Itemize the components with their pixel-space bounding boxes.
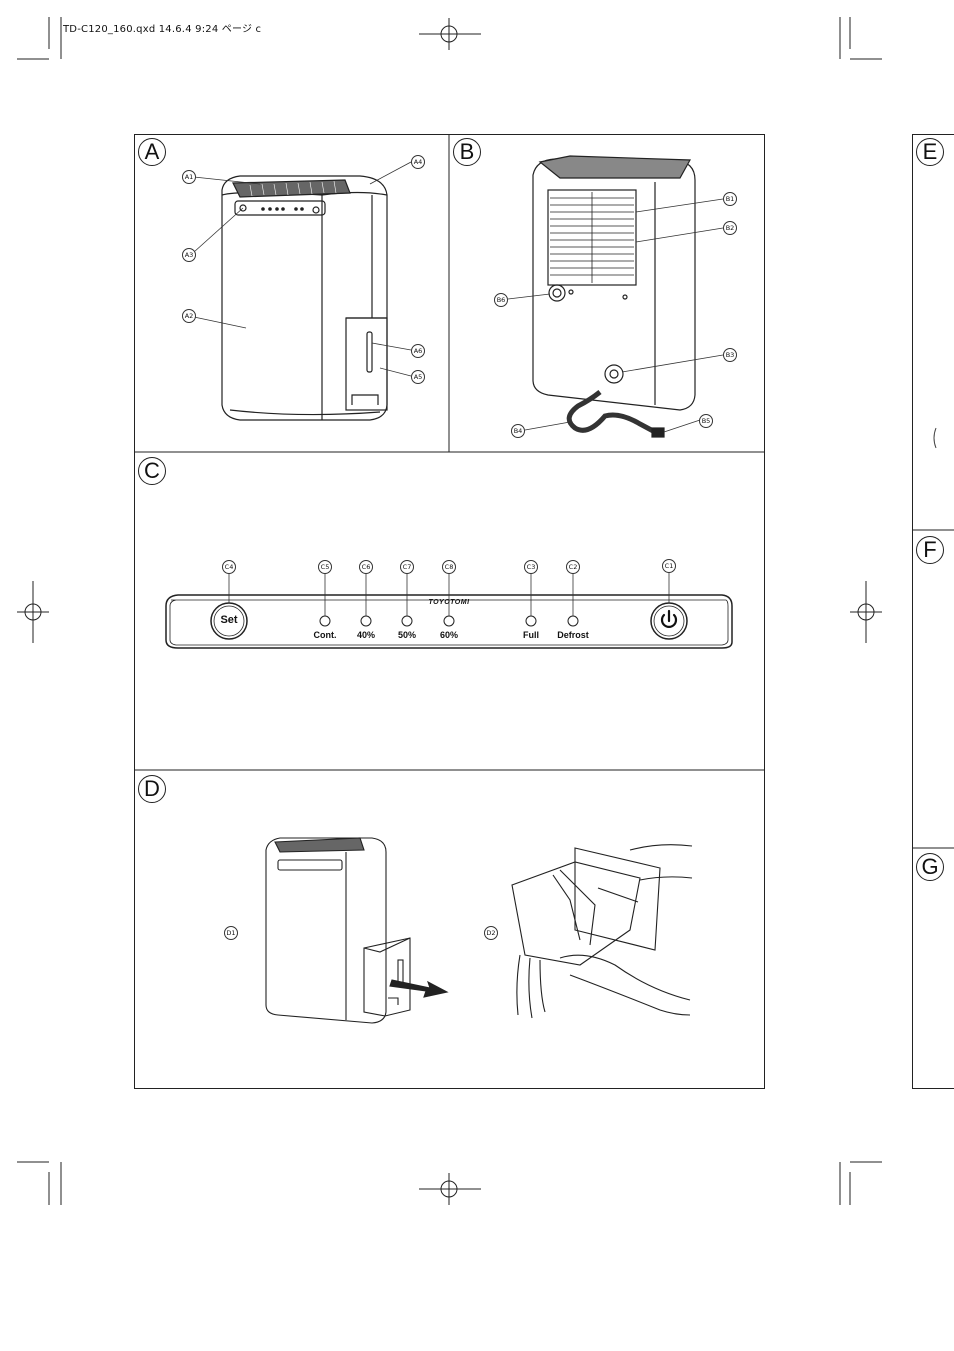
indicator-label-60: 60% [439,630,458,640]
callout-d1: D1 [224,926,238,940]
callout-b6: B6 [494,293,508,307]
indicator-label-40: 40% [356,630,375,640]
side-panel-frame [912,134,954,1089]
indicator-label-50: 50% [397,630,416,640]
indicator-label-defrost: Defrost [557,630,589,640]
callout-b5: B5 [699,414,713,428]
callout-c2: C2 [566,560,580,574]
power-icon [660,609,678,628]
callout-b1: B1 [723,192,737,206]
panel-letter-d: D [138,775,166,803]
callout-a6: A6 [411,344,425,358]
callout-c6: C6 [359,560,373,574]
callout-b3: B3 [723,348,737,362]
indicator-label-cont: Cont. [313,630,337,640]
callout-c1: C1 [662,559,676,573]
panel-letter-g: G [916,853,944,881]
panel-letter-a: A [138,138,166,166]
panel-letter-e: E [916,138,944,166]
callout-c7: C7 [400,560,414,574]
panel-letter-c: C [138,457,166,485]
set-button-label: Set [220,614,238,626]
callout-c5: C5 [318,560,332,574]
brand-logo: TOYOTOMI [428,599,470,606]
callout-b4: B4 [511,424,525,438]
callout-a4: A4 [411,155,425,169]
callout-c8: C8 [442,560,456,574]
indicator-label-full: Full [523,630,539,640]
file-info-header: TD-C120_160.qxd 14.6.4 9:24 ページ c [63,24,262,35]
callout-a5: A5 [411,370,425,384]
callout-a1: A1 [182,170,196,184]
callout-c4: C4 [222,560,236,574]
callout-a3: A3 [182,248,196,262]
callout-a2: A2 [182,309,196,323]
callout-d2: D2 [484,926,498,940]
callout-b2: B2 [723,221,737,235]
panel-letter-b: B [453,138,481,166]
callout-c3: C3 [524,560,538,574]
panel-letter-f: F [916,536,944,564]
